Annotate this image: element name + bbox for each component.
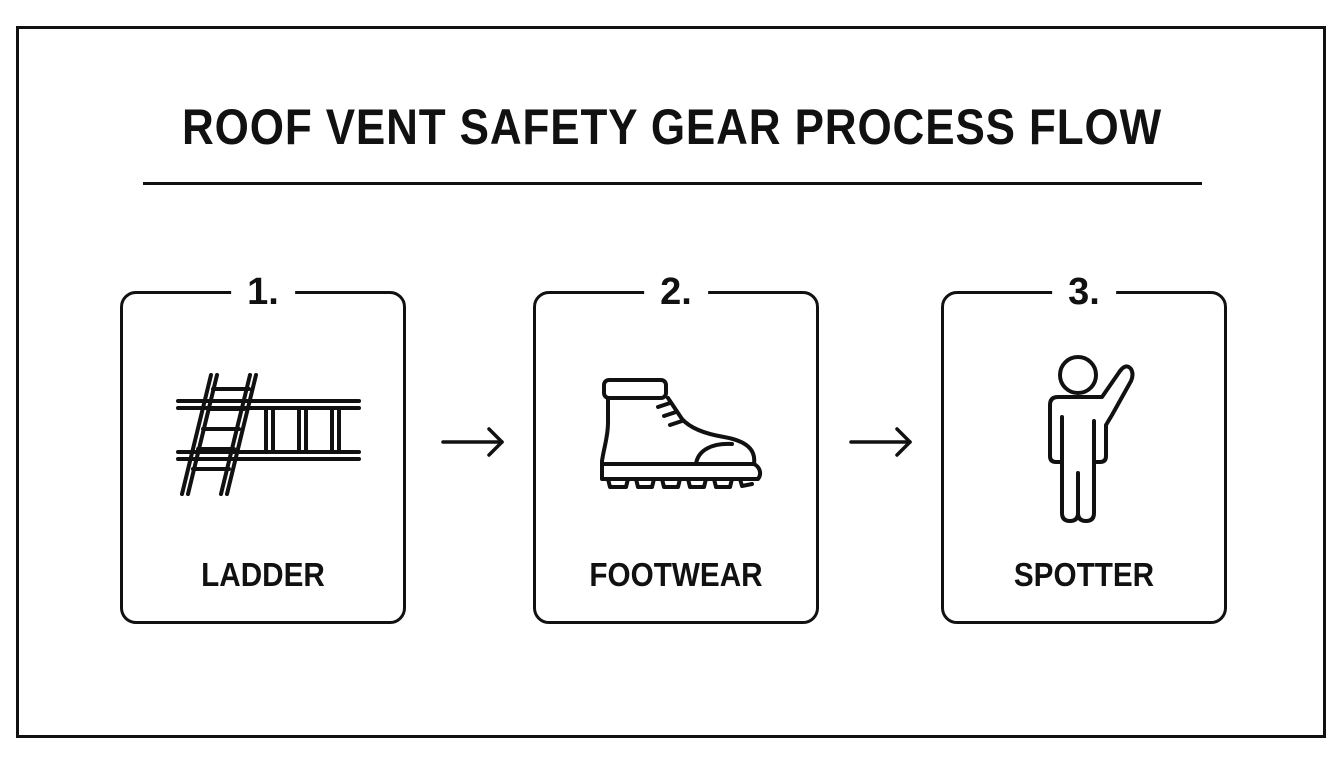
arrow-right-icon xyxy=(849,427,912,457)
step-number: 1. xyxy=(231,268,295,316)
step-box-footwear: 2. xyxy=(533,268,819,624)
title-underline xyxy=(143,182,1202,185)
step-label: FOOTWEAR xyxy=(589,556,763,593)
boot-icon xyxy=(600,378,763,489)
step-label: LADDER xyxy=(201,556,325,593)
step-label: SPOTTER xyxy=(1013,556,1155,593)
step-number: 2. xyxy=(644,268,708,316)
step-box-spotter: 3. SPOTTER xyxy=(941,268,1227,624)
spotter-person-icon xyxy=(1048,355,1135,523)
ladder-icon xyxy=(176,373,361,496)
outer-frame xyxy=(16,26,1326,738)
arrow-right-icon xyxy=(441,427,504,457)
step-box-ladder: 1. xyxy=(120,268,406,624)
step-number: 3. xyxy=(1052,268,1116,316)
diagram-title: ROOF VENT SAFETY GEAR PROCESS FLOW xyxy=(181,99,1163,155)
